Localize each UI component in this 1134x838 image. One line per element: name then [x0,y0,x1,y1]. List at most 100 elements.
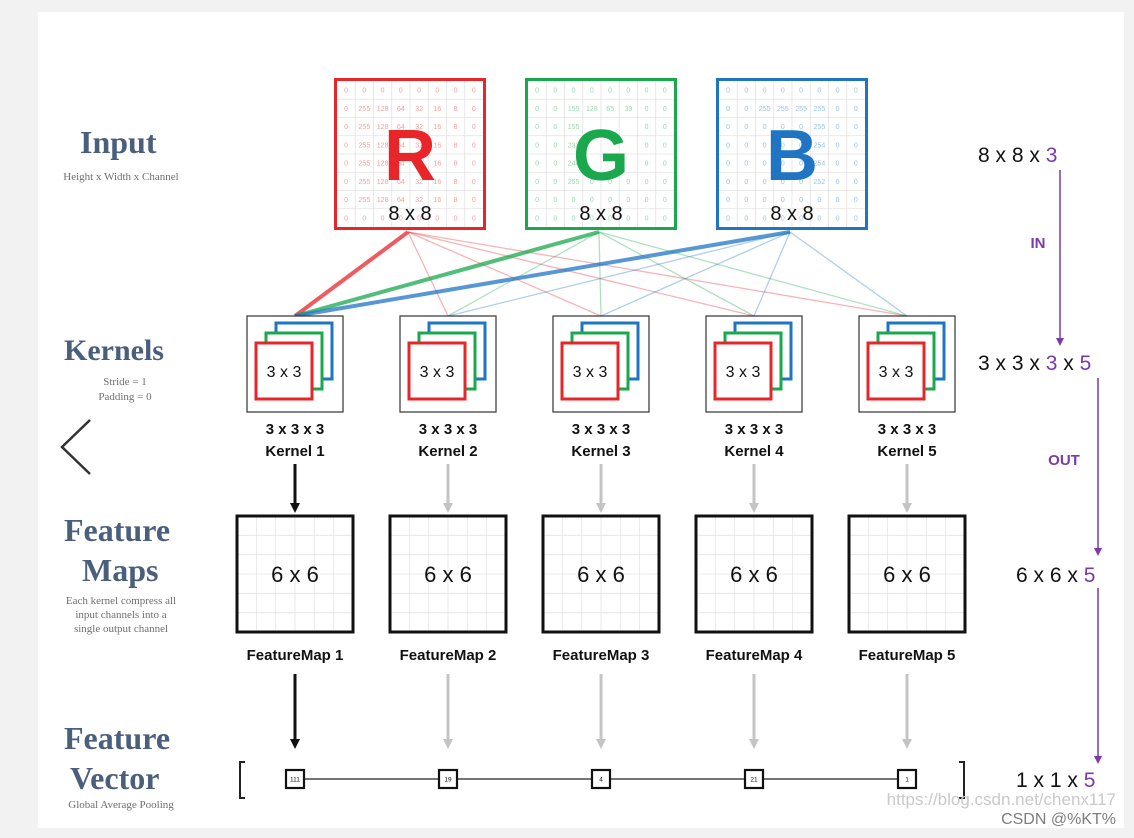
pixel-value: 0 [854,106,858,113]
pixel-value: 0 [799,124,803,131]
pixel-value: 0 [399,215,403,222]
pixel-value: 0 [836,161,840,168]
dim-part: 5 [1080,352,1092,375]
feature-map-border [541,514,661,634]
pixel-value: 0 [836,142,840,149]
pixel-value: 0 [472,179,476,186]
dim-part: 3 x 3 x [978,352,1046,375]
pixel-value: 0 [799,197,803,204]
pixel-value: 0 [553,88,557,95]
pixel-value: 0 [763,124,767,131]
pixel-value: 64 [397,161,405,168]
kernel-dims-total: 3 x 3 x 3 x 5 [978,352,1091,375]
dim-part: x [1057,352,1079,375]
vector-bracket-right [959,761,965,799]
pixel-value: 64 [397,197,405,204]
connection-line [407,231,755,317]
pixel-value: 0 [836,197,840,204]
feature-map-name: FeatureMap 5 [859,647,956,664]
pixel-value: 0 [836,179,840,186]
feature-maps-title-1: Feature [64,512,171,548]
dim-part: 3 [1046,352,1058,375]
feature-map-border [847,514,967,634]
connection-line [407,231,602,317]
chevron-left-icon[interactable] [56,416,96,478]
connection-line [447,231,791,317]
pixel-value: 64 [397,179,405,186]
feature-map-name: FeatureMap 1 [247,647,344,664]
pixel-value: 0 [645,106,649,113]
pixel-value: 0 [645,197,649,204]
pixel-value: 0 [344,88,348,95]
pixel-value: 0 [799,161,803,168]
pixel-value: 0 [781,161,785,168]
pixel-value: 0 [763,215,767,222]
channel-letter: R [384,116,436,196]
channel-border [716,78,868,230]
pixel-value: 8 [454,197,458,204]
pixel-value: 255 [359,124,371,131]
pixel-value: 0 [626,88,630,95]
pixel-value: 0 [663,142,667,149]
feature-maps-subtitle-3: single output channel [73,623,169,635]
pixel-value: 128 [377,142,389,149]
pixel-value: 0 [663,197,667,204]
kernels-subtitle-stride: Stride = 1 [103,376,147,388]
pixel-value: 8 [454,142,458,149]
pixel-value: 0 [763,88,767,95]
pixel-value: 0 [535,88,539,95]
pixel-value: 0 [744,179,748,186]
dim-part: 1 x 1 x [1016,769,1084,792]
pixel-value: 0 [744,161,748,168]
pixel-value: 0 [726,179,730,186]
pixel-value: 0 [744,215,748,222]
pixel-value: 255 [359,106,371,113]
pixel-value: 0 [645,179,649,186]
pixel-value: 0 [553,142,557,149]
pixel-value: 0 [344,142,348,149]
watermark-credit: CSDN @%KT% [1001,811,1116,828]
pixel-value: 0 [344,124,348,131]
pixel-value: 0 [399,88,403,95]
kernel-dims: 3 x 3 x 3 [878,421,936,438]
pixel-value: 8 [454,124,458,131]
pixel-value: 0 [645,142,649,149]
pixel-value: 254 [814,142,826,149]
pixel-value: 233 [568,142,580,149]
pixel-value: 0 [799,142,803,149]
kernel-red-layer [254,341,314,401]
pixel-value: 0 [645,215,649,222]
pixel-value: 0 [663,215,667,222]
channel-size: 8 x 8 [388,203,431,225]
pixel-value: 255 [759,106,771,113]
pixel-value: 128 [377,179,389,186]
pixel-value: 128 [377,197,389,204]
pixel-value: 0 [817,197,821,204]
vector-node [590,768,612,790]
pixel-value: 0 [572,215,576,222]
kernel-red-layer [866,341,926,401]
pixel-value: 0 [763,197,767,204]
dim-part: 5 [1084,564,1096,587]
kernel-name: Kernel 5 [877,443,936,460]
pixel-value: 0 [535,197,539,204]
connection-line [407,231,908,317]
pixel-value: 64 [397,106,405,113]
in-label: IN [1031,235,1046,252]
feature-vector-subtitle: Global Average Pooling [68,799,174,811]
pixel-value: 0 [572,88,576,95]
kernel-red-layer [407,341,467,401]
pixel-value: 0 [726,88,730,95]
pixel-value: 0 [726,161,730,168]
pixel-value: 32 [415,106,423,113]
channel-size: 8 x 8 [579,203,622,225]
pixel-value: 0 [854,161,858,168]
vector-node [743,768,765,790]
pixel-value: 0 [344,106,348,113]
pixel-value: 16 [433,124,441,131]
connection-line [598,231,755,317]
kernel-name: Kernel 4 [724,443,784,460]
pixel-value: 0 [799,215,803,222]
pixel-value: 32 [415,161,423,168]
pixel-value: 244 [568,161,580,168]
